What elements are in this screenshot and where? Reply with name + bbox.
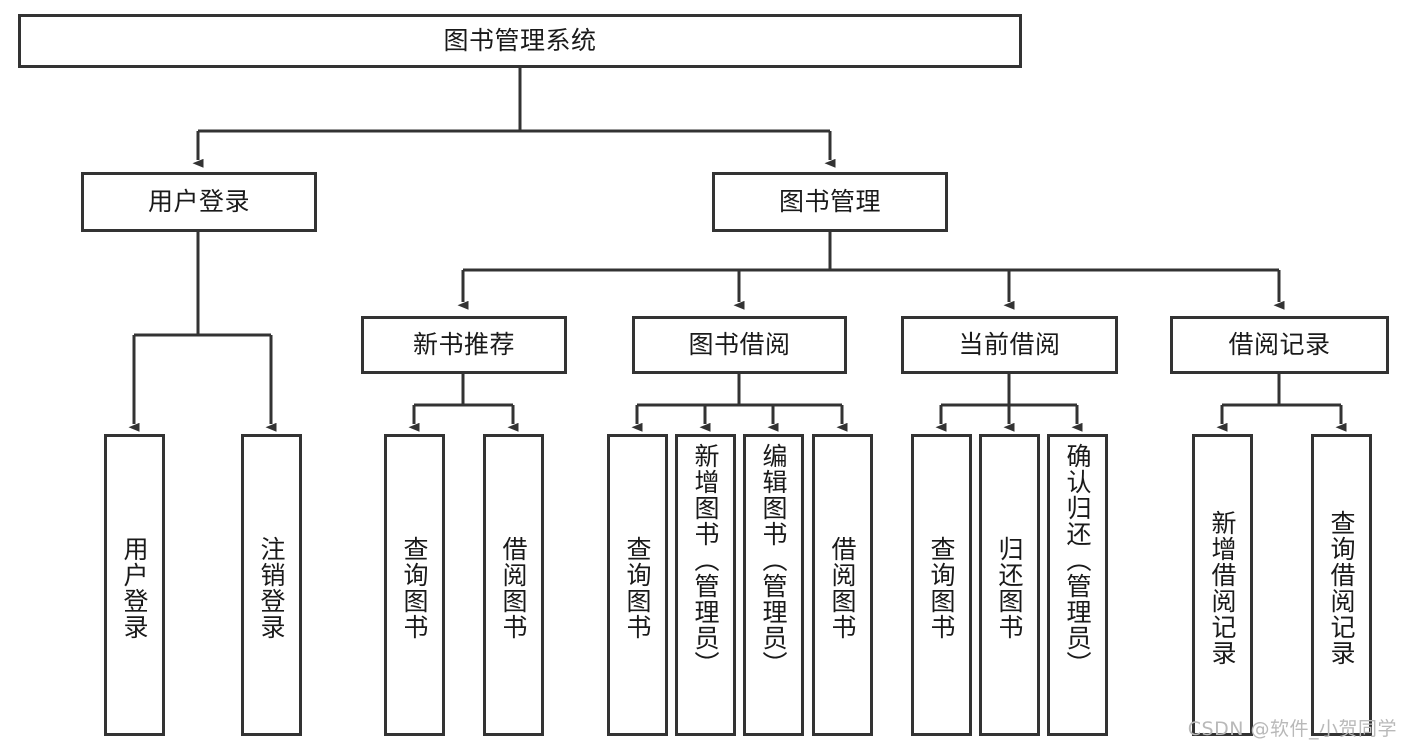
leaf-node-current-return-book[interactable]: 归还图书 (979, 434, 1040, 736)
node-label: 图书借阅 (688, 330, 791, 360)
leaf-node-current-confirm-return-admin[interactable]: 确认归还（管理员） (1047, 434, 1108, 736)
node-new-book-recommend[interactable]: 新书推荐 (361, 316, 567, 374)
leaf-node-borrow-lend-book[interactable]: 借阅图书 (812, 434, 873, 736)
leaf-node-record-query[interactable]: 查询借阅记录 (1311, 434, 1372, 736)
node-book-manage[interactable]: 图书管理 (712, 172, 948, 232)
leaf-node-current-query-book[interactable]: 查询图书 (911, 434, 972, 736)
node-label: 借阅图书 (828, 536, 857, 640)
leaf-node-recommend-borrow-book[interactable]: 借阅图书 (483, 434, 544, 736)
node-label: 用户登录 (120, 536, 149, 640)
leaf-node-record-add[interactable]: 新增借阅记录 (1192, 434, 1253, 736)
node-label: 当前借阅 (958, 330, 1061, 360)
node-book-borrow[interactable]: 图书借阅 (632, 316, 847, 374)
node-label: 新增图书（管理员） (691, 443, 720, 677)
node-label: 借阅图书 (499, 536, 528, 640)
leaf-node-borrow-add-book-admin[interactable]: 新增图书（管理员） (675, 434, 736, 736)
node-label: 图书管理系统 (443, 26, 597, 56)
node-label: 查询借阅记录 (1327, 510, 1356, 666)
node-label: 图书管理 (778, 187, 881, 217)
node-label: 确认归还（管理员） (1063, 443, 1092, 677)
leaf-node-user-login[interactable]: 用户登录 (104, 434, 165, 736)
node-label: 借阅记录 (1228, 330, 1331, 360)
node-label: 新增借阅记录 (1208, 510, 1237, 666)
node-label: 查询图书 (623, 536, 652, 640)
node-label: 新书推荐 (412, 330, 515, 360)
leaf-node-recommend-query-book[interactable]: 查询图书 (384, 434, 445, 736)
node-borrow-record[interactable]: 借阅记录 (1170, 316, 1389, 374)
node-current-borrow[interactable]: 当前借阅 (901, 316, 1118, 374)
node-label: 注销登录 (257, 536, 286, 640)
node-user-login[interactable]: 用户登录 (81, 172, 317, 232)
leaf-node-borrow-edit-book-admin[interactable]: 编辑图书（管理员） (743, 434, 804, 736)
node-root-system[interactable]: 图书管理系统 (18, 14, 1022, 68)
leaf-node-user-logout[interactable]: 注销登录 (241, 434, 302, 736)
leaf-node-borrow-query-book[interactable]: 查询图书 (607, 434, 668, 736)
node-label: 用户登录 (147, 187, 250, 217)
node-label: 查询图书 (400, 536, 429, 640)
node-label: 查询图书 (927, 536, 956, 640)
node-label: 归还图书 (995, 536, 1024, 640)
csdn-watermark: CSDN @软件_小贺同学 (1187, 718, 1397, 740)
node-label: 编辑图书（管理员） (759, 443, 788, 677)
